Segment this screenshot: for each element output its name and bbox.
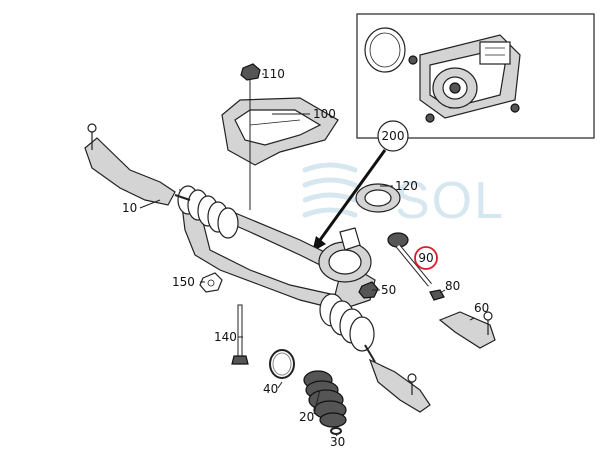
clamp-40 bbox=[269, 349, 295, 379]
pinion-housing bbox=[318, 227, 372, 283]
callout-150: 150 bbox=[172, 275, 195, 289]
callout-200: 200 bbox=[382, 129, 405, 143]
sol-watermark: SOL bbox=[302, 162, 505, 230]
watermark-text: SOL bbox=[395, 172, 505, 230]
right-boot bbox=[319, 293, 375, 352]
callout-140: 140 bbox=[214, 330, 237, 344]
inset-motor bbox=[419, 34, 521, 119]
clamp-30 bbox=[330, 427, 342, 435]
inset-screw-2 bbox=[425, 113, 435, 123]
callout-60: 60 bbox=[474, 301, 489, 315]
inset-box bbox=[356, 13, 595, 139]
callout-20: 20 bbox=[299, 410, 314, 424]
seal-ring-120 bbox=[355, 183, 401, 213]
callout-50: 50 bbox=[381, 283, 396, 297]
highlight-circle bbox=[414, 246, 438, 270]
callout-90: 90 bbox=[418, 251, 433, 265]
heat-shield-100 bbox=[221, 97, 339, 166]
callout-30: 30 bbox=[330, 435, 345, 449]
nut-150 bbox=[199, 272, 223, 293]
inset-screw-3 bbox=[510, 103, 520, 113]
callout-100: 100 bbox=[313, 107, 336, 121]
callout-10: 10 bbox=[122, 201, 137, 215]
callout-90-group: 90 bbox=[414, 246, 438, 270]
callout-110: 110 bbox=[262, 67, 285, 81]
bolt-140 bbox=[231, 304, 249, 365]
inset-screw-1 bbox=[408, 55, 418, 65]
callout-120: 120 bbox=[395, 179, 418, 193]
lower-tie-rod-end bbox=[364, 344, 431, 413]
callout-200-group: 200 bbox=[312, 120, 409, 252]
inset-o-ring bbox=[364, 27, 406, 73]
bolt-110 bbox=[240, 63, 261, 210]
tie-rod-end-10 bbox=[84, 123, 191, 206]
inner-tie-rod-90 bbox=[387, 232, 432, 287]
leader-lines bbox=[139, 73, 475, 437]
callout-40: 40 bbox=[263, 382, 278, 396]
boot-20 bbox=[303, 370, 347, 428]
tie-rod-end-60 bbox=[438, 311, 496, 349]
callout-80: 80 bbox=[445, 279, 460, 293]
nut-50 bbox=[358, 281, 379, 299]
